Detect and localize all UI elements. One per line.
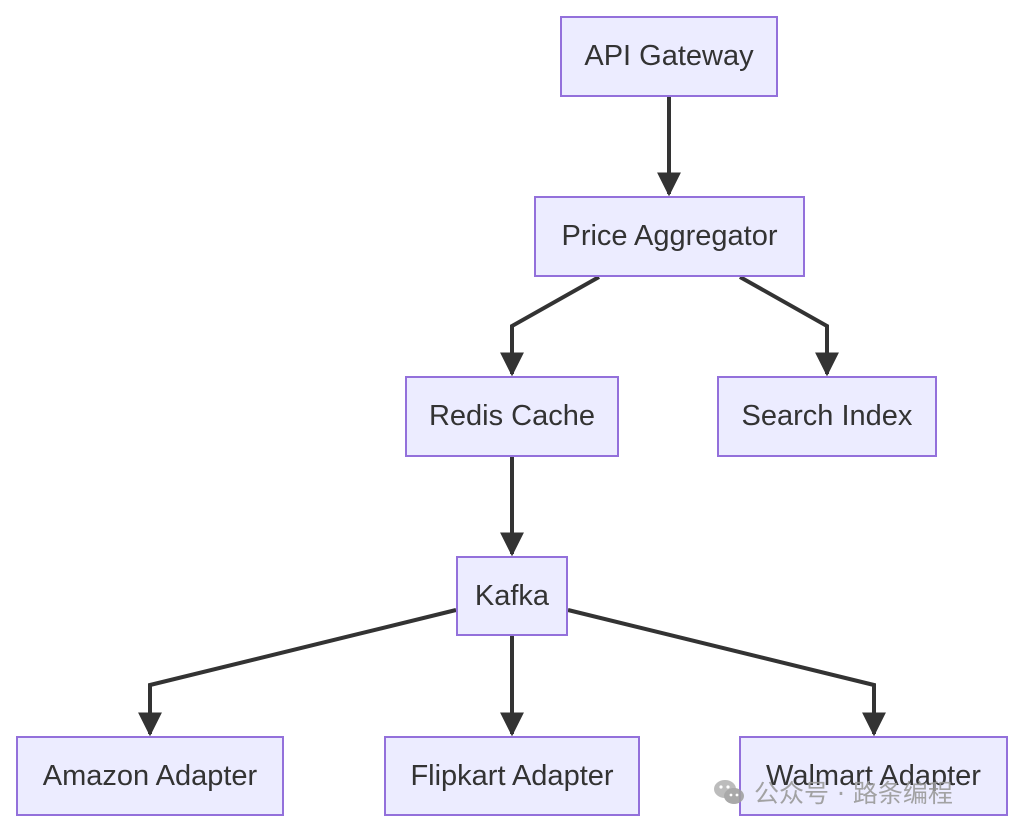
edge-kafka-to-amazon-adapter [138,608,457,737]
edge-price-aggregator-to-search-index [739,275,839,377]
node-amazon-adapter[interactable]: Amazon Adapter [16,736,284,816]
node-search-index[interactable]: Search Index [717,376,937,457]
node-api-gateway[interactable]: API Gateway [560,16,778,97]
edge-kafka-to-walmart-adapter [567,608,886,737]
node-price-aggregator[interactable]: Price Aggregator [534,196,805,277]
wechat-icon [714,780,744,804]
node-walmart-adapter[interactable]: Walmart Adapter [739,736,1008,816]
node-redis-cache[interactable]: Redis Cache [405,376,619,457]
edge-price-aggregator-to-redis-cache [500,275,600,377]
watermark-text: 公众号 · 路条编程 [754,779,953,808]
node-flipkart-adapter[interactable]: Flipkart Adapter [384,736,640,816]
watermark: 公众号 · 路条编程 [712,772,953,812]
node-kafka[interactable]: Kafka [456,556,568,636]
